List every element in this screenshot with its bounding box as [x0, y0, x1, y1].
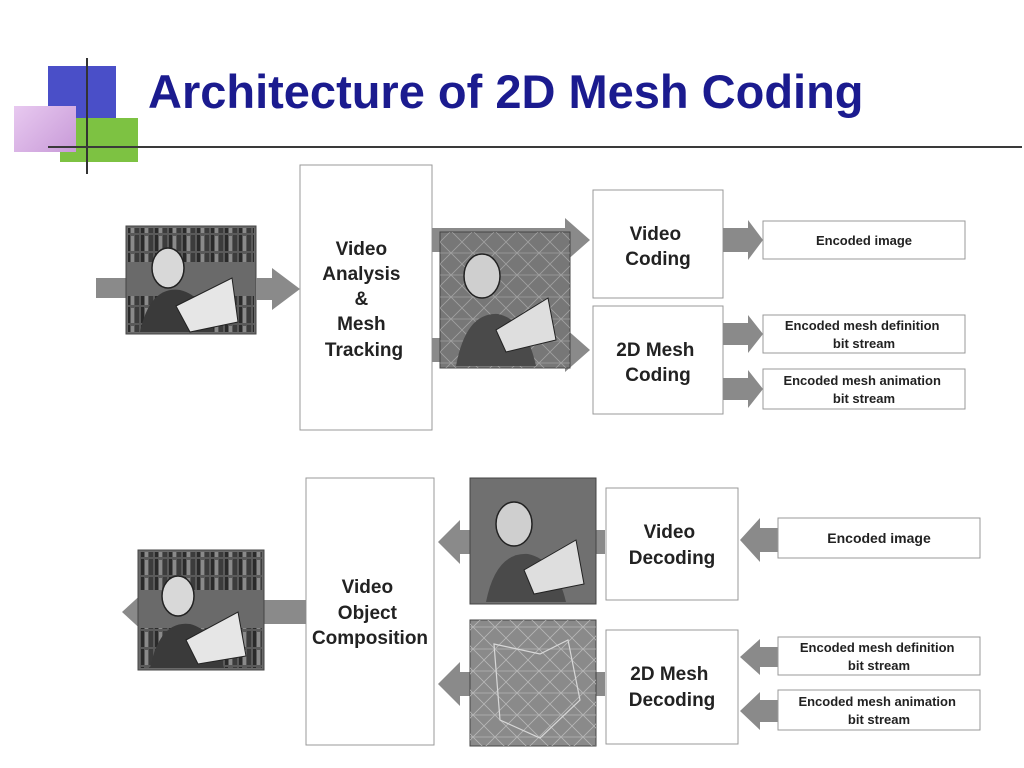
composition-block	[305, 477, 435, 746]
arrow-mesh-definition-out	[723, 315, 763, 353]
mesh-coding-label: 2D Mesh Coding	[616, 340, 699, 386]
mesh-overlay-image	[439, 231, 571, 369]
decor-vertical-line	[86, 58, 88, 174]
input-mesh-animation-label: Encoded mesh animation bit stream	[798, 694, 959, 727]
input-mesh-animation-box	[777, 689, 981, 731]
encoded-image-label: Encoded image	[816, 233, 912, 248]
arrow-mesh-animation-out	[723, 370, 763, 408]
output-frame-image	[137, 549, 265, 671]
decoded-mesh-image	[469, 619, 597, 747]
encoded-mesh-animation-box	[762, 368, 966, 410]
decor-pink-square	[14, 106, 76, 152]
mesh-coding-diagram: Video Analysis & Mesh Tracking Video Cod…	[96, 164, 981, 747]
composition-block-label: Video Object Composition	[312, 577, 428, 649]
encoded-mesh-definition-box	[762, 314, 966, 354]
encoded-mesh-animation-label: Encoded mesh animation bit stream	[783, 373, 944, 406]
mesh-decoding-label: 2D Mesh Decoding	[629, 664, 716, 711]
analysis-block-label: Video Analysis & Mesh Tracking	[322, 239, 405, 361]
video-coding-block	[592, 189, 724, 299]
arrow-encoded-image-out	[723, 220, 763, 260]
mesh-coding-block	[592, 305, 724, 415]
video-coding-label: Video Coding	[625, 224, 690, 270]
video-decoding-block	[605, 487, 739, 601]
video-decoding-label: Video Decoding	[629, 522, 716, 569]
title-underline	[48, 146, 1022, 148]
mesh-decoding-block	[605, 629, 739, 745]
page-title: Architecture of 2D Mesh Coding	[148, 65, 864, 118]
arrow-mesh-animation-in	[740, 692, 778, 730]
input-mesh-definition-box	[777, 636, 981, 676]
input-encoded-image-label: Encoded image	[827, 530, 931, 546]
encoded-mesh-definition-label: Encoded mesh definition bit stream	[785, 318, 943, 351]
input-frame-image	[125, 225, 257, 335]
analysis-block	[299, 164, 433, 431]
arrow-mesh-definition-in	[740, 639, 778, 675]
arrow-encoded-image-in	[740, 518, 778, 562]
input-encoded-image-box	[777, 517, 981, 559]
encoded-image-box	[762, 220, 966, 260]
decoded-texture-image	[469, 477, 597, 605]
arrow-to-analysis	[256, 268, 300, 310]
input-mesh-definition-label: Encoded mesh definition bit stream	[800, 640, 958, 673]
